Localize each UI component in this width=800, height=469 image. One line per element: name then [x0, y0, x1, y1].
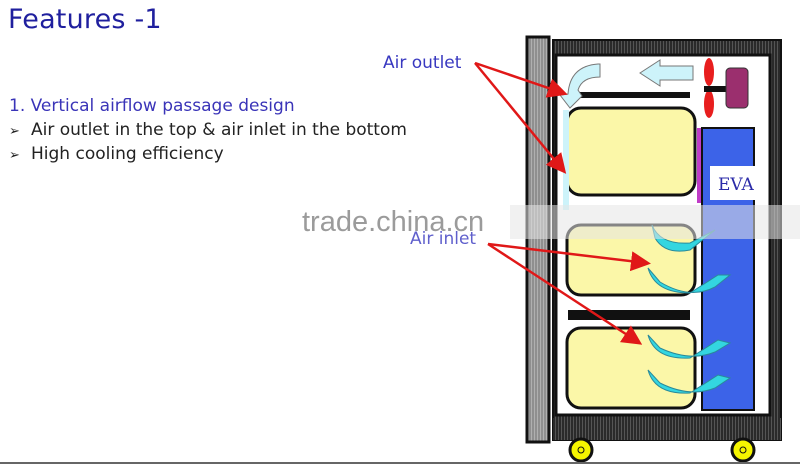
watermark-band [510, 205, 800, 239]
airflow-arrow-icon [639, 59, 694, 87]
divider [0, 462, 800, 464]
bullet-item: ➢Air outlet in the top & air inlet in th… [9, 120, 407, 140]
battery-block [565, 326, 697, 410]
battery-block [565, 106, 697, 197]
wheel-icon [730, 437, 756, 463]
pointer-arrows [474, 61, 651, 345]
slide-title: Features -1 [8, 4, 162, 35]
fan-icon [704, 58, 714, 86]
shelf [573, 92, 690, 98]
wheel-icon [568, 437, 594, 463]
eva-label: EVA [718, 175, 755, 195]
motor-icon [725, 67, 749, 109]
air-inlet-label: Air inlet [410, 229, 477, 249]
cabinet-door [525, 35, 551, 444]
air-outlet-label: Air outlet [383, 53, 462, 73]
bullet-item: ➢High cooling efficiency [9, 144, 224, 164]
arrow-bullet-icon: ➢ [9, 148, 20, 163]
watermark: trade.china.cn [302, 206, 485, 238]
arrow-bullet-icon: ➢ [9, 124, 20, 139]
shelf [568, 310, 690, 320]
outlet-flow-icon [559, 63, 601, 109]
section-heading: 1. Vertical airflow passage design [9, 96, 295, 116]
